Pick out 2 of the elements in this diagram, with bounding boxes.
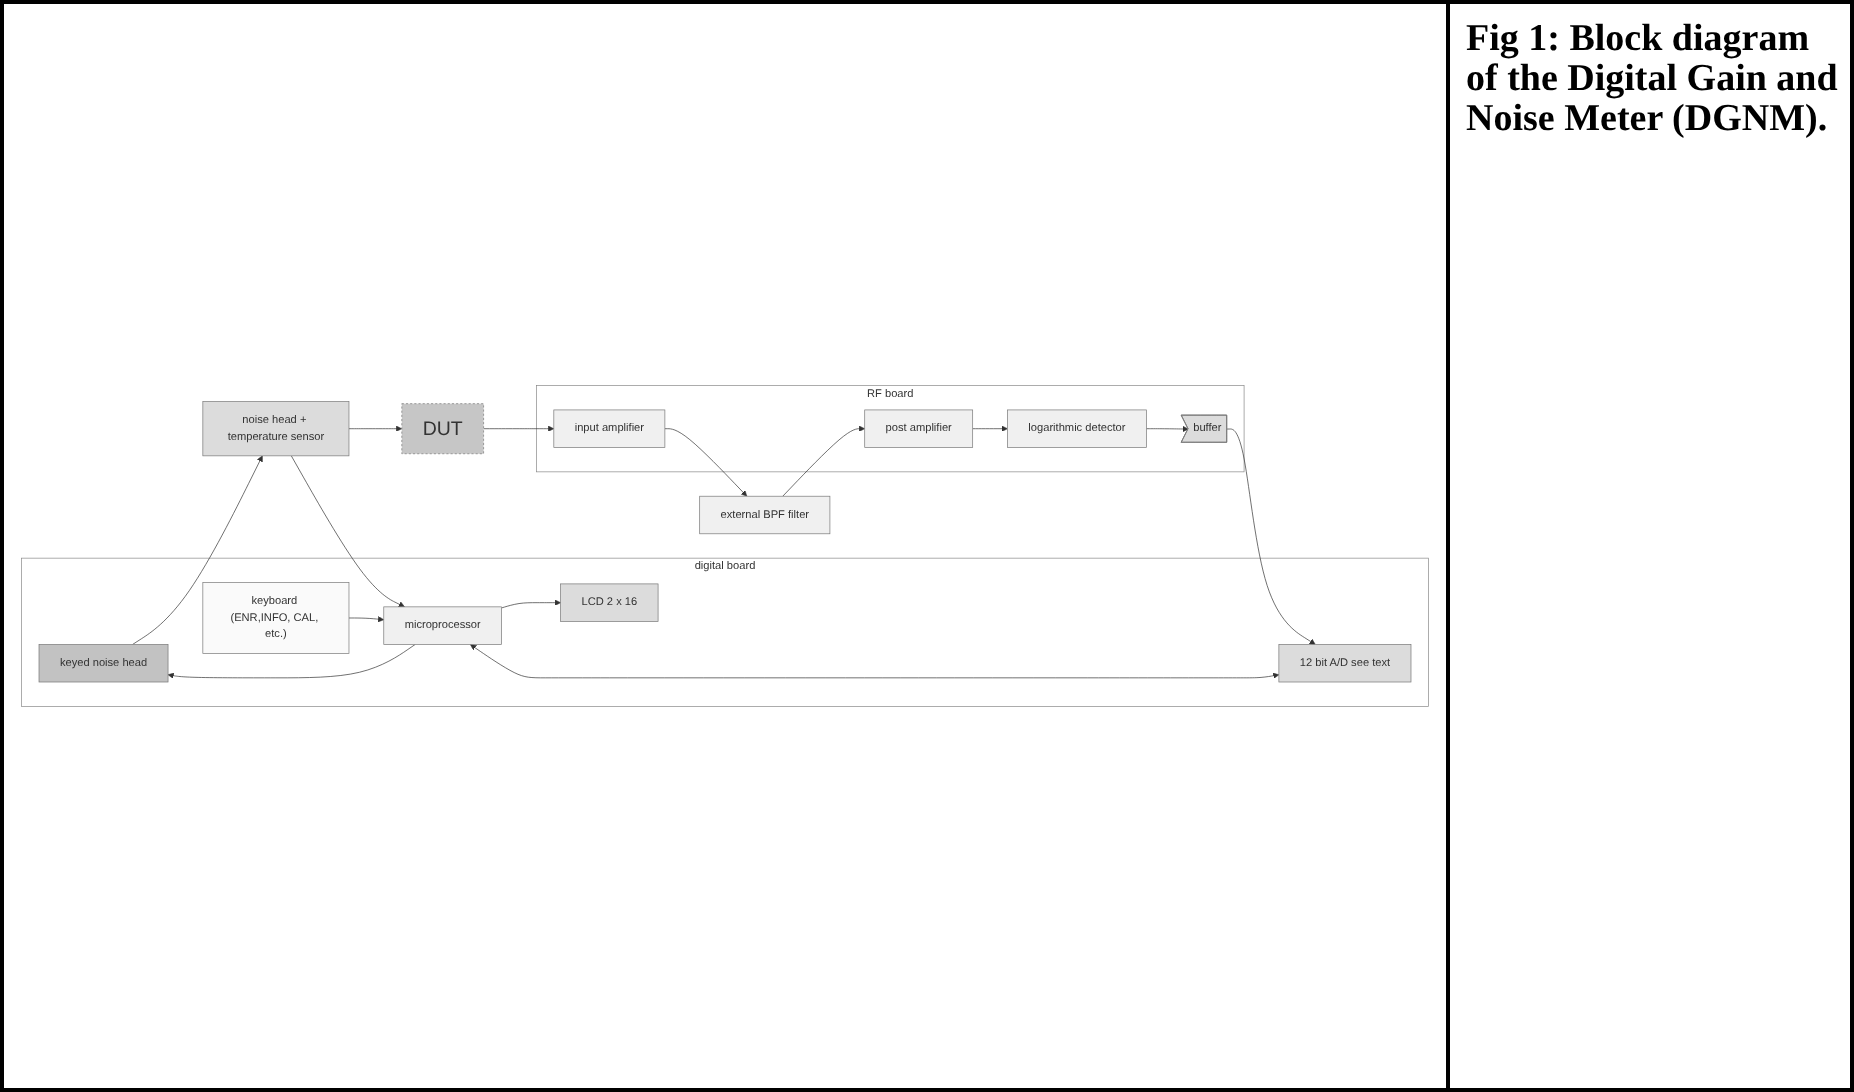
node-box: DUT [401,403,484,455]
figure-caption: Fig 1: Block diagram of the Digital Gain and Noise Meter (DGNM). [1464,16,1840,144]
